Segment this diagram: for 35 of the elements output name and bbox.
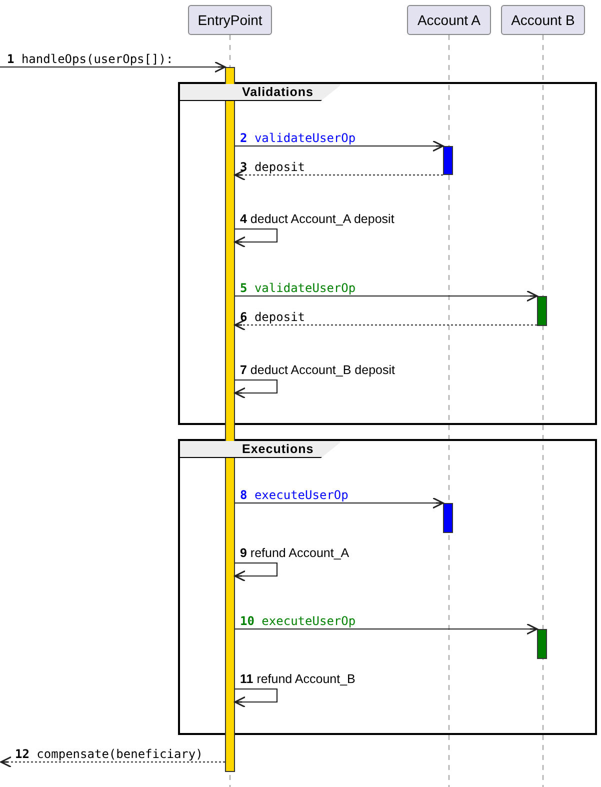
message-label: 9 refund Account_A: [240, 546, 350, 560]
message-arrow: [234, 562, 278, 582]
participant-box: Account B: [501, 5, 585, 35]
message-arrow: [234, 228, 278, 248]
message-label: 10 executeUserOp: [240, 614, 356, 628]
participant-box: Account A: [407, 5, 491, 35]
message-arrow: [235, 623, 538, 635]
message-arrow: [234, 379, 278, 399]
message-label: 7 deduct Account_B deposit: [240, 363, 395, 377]
frame-title: Executions: [180, 441, 340, 458]
message-arrow: [235, 290, 538, 302]
frame-title: Validations: [180, 84, 340, 101]
activation-bar: [537, 629, 547, 659]
message-arrow: [0, 756, 225, 768]
message-arrow: [234, 169, 443, 181]
message-arrow: [235, 497, 444, 509]
message-label: 6 deposit: [240, 310, 306, 324]
message-label: 2 validateUserOp: [240, 131, 356, 145]
activation-bar: [537, 296, 547, 326]
group-frame: [178, 82, 597, 425]
message-label: 5 validateUserOp: [240, 281, 356, 295]
activation-bar: [443, 503, 453, 533]
message-label: 12 compensate(beneficiary): [15, 747, 203, 761]
message-label: 8 executeUserOp: [240, 488, 348, 502]
message-label: 1 handleOps(userOps[]):: [7, 52, 174, 66]
activation-bar: [443, 146, 453, 175]
message-arrow: [234, 319, 537, 331]
message-label: 4 deduct Account_A deposit: [240, 212, 394, 226]
group-frame: [178, 439, 597, 735]
message-arrow: [0, 61, 226, 73]
message-arrow: [234, 688, 278, 708]
message-label: 3 deposit: [240, 160, 306, 174]
message-label: 11 refund Account_B: [240, 672, 356, 686]
participant-box: EntryPoint: [188, 5, 272, 35]
message-arrow: [235, 140, 444, 152]
